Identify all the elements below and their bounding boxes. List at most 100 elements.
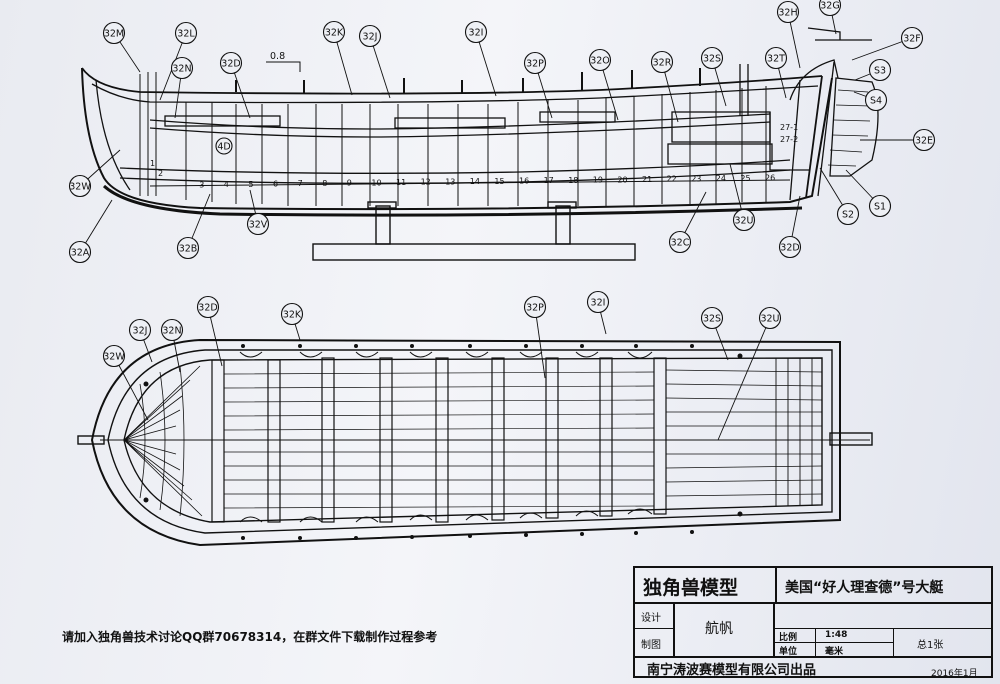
plan-label-32w-leader [113, 355, 149, 421]
frame-number: 1 [150, 159, 155, 168]
frame-number: 23 [691, 174, 701, 183]
side-label-32c-circle [668, 230, 692, 254]
side-label-32g-circle [818, 0, 842, 17]
side-label-32i-circle [464, 20, 488, 44]
unit-label: 单位 [779, 647, 798, 657]
plan-label-32i-circle [586, 290, 610, 314]
side-label-s4-circle [864, 88, 888, 112]
side-label-s2-circle [836, 202, 860, 226]
side-label-s1: S1 [874, 201, 886, 212]
side-label-32k-circle [322, 20, 346, 44]
side-label-32i: 32I [469, 27, 484, 38]
frame-number: 2 [158, 169, 163, 178]
frame-number: 4 [224, 180, 229, 189]
frame-number: 13 [445, 177, 455, 186]
side-label-32r: 32R [653, 57, 672, 68]
publisher: 南宁涛波赛模型有限公司出品 [647, 663, 817, 678]
plan-label-32p-circle [523, 295, 547, 319]
plan-label-32p: 32P [526, 302, 544, 313]
side-label-32w-circle [68, 174, 92, 198]
side-elevation-view [81, 27, 879, 217]
title-block: 独角兽模型 美国“好人理查德”号大艇 设计 制图 航帆 比例 1:48 单位 毫… [633, 566, 993, 679]
side-label-32b-circle [176, 236, 200, 260]
side-label-32f-circle [900, 26, 924, 50]
side-label-32j: 32J [363, 31, 378, 42]
plan-label-32w-circle [102, 344, 126, 368]
plan-label-32j-circle [128, 318, 152, 342]
side-label-32m-circle [102, 21, 126, 45]
part-labels: 32M 32L 32N 32D 32K 32J 32I 32P 32O 32R 32S 32T 32H 3… [68, 0, 936, 368]
side-label-32v-circle [246, 212, 270, 236]
dimension-text: 0.8 [270, 51, 285, 62]
side-label-32b: 32B [179, 243, 198, 254]
side-label-32m: 32M [104, 28, 124, 39]
side-label-32t: 32T [767, 53, 785, 64]
side-label-32h-circle [776, 0, 800, 24]
side-label-s4: S4 [870, 95, 882, 106]
side-label-32h: 32H [778, 7, 797, 18]
plan-label-32i: 32I [591, 297, 606, 308]
side-label-32a-circle [68, 240, 92, 264]
side-label-32s: 32S [703, 53, 721, 64]
unit-value: 毫米 [825, 647, 844, 657]
side-label-32f: 32F [903, 33, 921, 44]
company-name: 独角兽模型 [643, 577, 739, 599]
plan-label-32u: 32U [760, 313, 779, 324]
side-label-32l: 32L [177, 28, 195, 39]
side-label-32w: 32W [69, 181, 91, 192]
side-label-s1-circle [868, 194, 892, 218]
design-label: 设计 [641, 613, 661, 624]
frame-number: 15 [494, 177, 504, 186]
draw-label: 制图 [641, 640, 661, 651]
frame-number: 10 [371, 178, 381, 187]
frame-number: 9 [347, 179, 352, 188]
plan-label-32w: 32W [103, 351, 125, 362]
side-label-32r-circle [650, 50, 674, 74]
side-label-32e: 32E [915, 135, 933, 146]
scale-label: 比例 [779, 633, 798, 643]
plan-label-32u-circle [758, 306, 782, 330]
frame-number: 3 [199, 180, 204, 189]
frame-number: 5 [248, 180, 253, 189]
plan-view [77, 338, 873, 547]
frame-number: 20 [617, 175, 627, 184]
side-label-32i-leader [475, 31, 497, 97]
side-label-s2: S2 [842, 209, 854, 220]
side-label-32o: 32O [590, 55, 610, 66]
plan-label-32s: 32S [703, 313, 721, 324]
frame-number: 7 [298, 179, 303, 188]
plan-label-32k: 32K [283, 309, 302, 320]
side-label-32c: 32C [671, 237, 690, 248]
frame-number: 14 [470, 177, 480, 186]
plan-label-32j: 32J [133, 325, 148, 336]
side-label-32d: 32D [780, 242, 799, 253]
side-label-32d-circle [778, 235, 802, 259]
side-label-32e-circle [912, 128, 936, 152]
side-label-32u: 32U [734, 215, 753, 226]
plan-label-32p-leader [534, 306, 546, 379]
side-label-32t-circle [764, 46, 788, 70]
drawing-title: 美国“好人理查德”号大艇 [785, 580, 944, 596]
plan-label-32k-circle [280, 302, 304, 326]
side-label-32u-circle [732, 208, 756, 232]
side-label-32l-circle [174, 21, 198, 45]
frame-number: 8 [322, 179, 327, 188]
side-label-s3-circle [868, 58, 892, 82]
plan-label-32n: 32N [162, 325, 181, 336]
side-label-32o-circle [588, 48, 612, 72]
frame-number: 6 [273, 180, 278, 189]
side-label-32j-circle [358, 24, 382, 48]
drawing-date: 2016年1月 [931, 669, 978, 679]
side-label-4d-circle [215, 137, 233, 155]
side-label-32n: 32N [172, 63, 191, 74]
footer-note: 请加入独角兽技术讨论QQ群70678314，在群文件下载制作过程参考 [62, 630, 438, 644]
leader-lines [79, 4, 924, 441]
author-name: 航帆 [705, 621, 733, 637]
plan-label-32u-leader [717, 317, 771, 441]
side-label-32n-circle [170, 56, 194, 80]
side-label-32p-circle [523, 51, 547, 75]
side-label-32d: 32D [221, 58, 240, 69]
frame-number: 17 [544, 176, 554, 185]
